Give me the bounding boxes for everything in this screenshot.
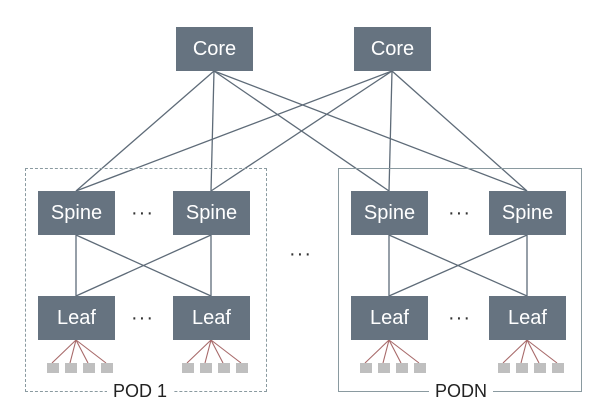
podn-spine-ellipsis: ···: [448, 202, 471, 224]
server-link: [526, 339, 558, 364]
between-pods-ellipsis: ···: [289, 243, 312, 265]
server-icon: [101, 363, 113, 373]
core-spine-link: [75, 70, 215, 192]
server-group: [47, 363, 564, 373]
pod1-leaf-1: Leaf: [38, 296, 115, 340]
server-link: [520, 339, 528, 364]
server-link: [210, 339, 224, 364]
podn-leaf-ellipsis: ···: [448, 307, 471, 329]
server-icon: [236, 363, 248, 373]
server-link: [69, 339, 77, 364]
podn-spine-1: Spine: [351, 191, 428, 235]
spine-leaf-link: [388, 234, 528, 297]
server-link: [204, 339, 212, 364]
core-spine-link: [210, 70, 393, 192]
server-icon: [83, 363, 95, 373]
server-icon: [200, 363, 212, 373]
pod-1-label: POD 1: [107, 382, 174, 400]
server-links: [51, 339, 558, 364]
server-link: [526, 339, 540, 364]
server-link: [75, 339, 89, 364]
server-link: [388, 339, 402, 364]
server-link: [51, 339, 77, 364]
server-link: [502, 339, 528, 364]
server-icon: [360, 363, 372, 373]
server-icon: [498, 363, 510, 373]
pod1-leaf-ellipsis: ···: [131, 307, 154, 329]
server-icon: [534, 363, 546, 373]
core-switch-1: Core: [176, 27, 253, 71]
server-icon: [552, 363, 564, 373]
server-link: [210, 339, 242, 364]
server-icon: [378, 363, 390, 373]
uplink-lines: [75, 70, 528, 297]
server-icon: [396, 363, 408, 373]
pod-n-label: PODN: [429, 382, 494, 400]
server-icon: [65, 363, 77, 373]
spine-leaf-link: [75, 234, 212, 297]
pod1-spine-1: Spine: [38, 191, 115, 235]
core-spine-link: [391, 70, 528, 192]
pod1-spine-2: Spine: [173, 191, 250, 235]
server-link: [364, 339, 390, 364]
podn-spine-2: Spine: [489, 191, 566, 235]
podn-leaf-1: Leaf: [351, 296, 428, 340]
core-spine-link: [210, 70, 215, 192]
pod1-spine-ellipsis: ···: [131, 202, 154, 224]
server-icon: [182, 363, 194, 373]
server-link: [186, 339, 212, 364]
podn-leaf-2: Leaf: [489, 296, 566, 340]
core-spine-link: [75, 70, 393, 192]
pod1-leaf-2: Leaf: [173, 296, 250, 340]
server-icon: [414, 363, 426, 373]
core-spine-link: [388, 70, 393, 192]
core-switch-2: Core: [354, 27, 431, 71]
core-spine-link: [213, 70, 528, 192]
server-link: [382, 339, 390, 364]
server-icon: [47, 363, 59, 373]
server-icon: [516, 363, 528, 373]
server-link: [388, 339, 420, 364]
server-icon: [218, 363, 230, 373]
server-link: [75, 339, 107, 364]
